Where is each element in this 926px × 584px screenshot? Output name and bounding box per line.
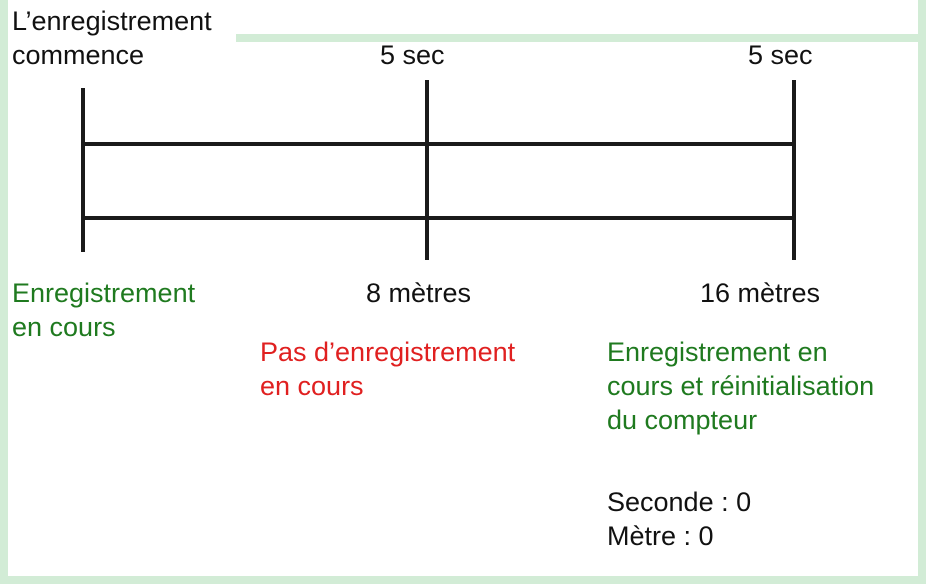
start-state-line1: Enregistrement <box>12 278 196 308</box>
mid-state-line1: Pas d’enregistrement <box>260 337 516 367</box>
mid-state-line2: en cours <box>260 371 364 401</box>
counter-seconds: Seconde : 0 <box>607 487 752 517</box>
end-time-label: 5 sec <box>748 40 813 70</box>
end-state-line2: cours et réinitialisation <box>607 371 875 401</box>
recording-starts-label-line1: L’enregistrement <box>12 6 212 36</box>
mid-distance-label: 8 mètres <box>366 278 472 308</box>
recording-starts-label-line2: commence <box>12 40 145 70</box>
mid-time-label: 5 sec <box>380 40 445 70</box>
frame-top-border <box>236 34 926 42</box>
start-state-line2: en cours <box>12 312 116 342</box>
counter-meters: Mètre : 0 <box>607 521 714 551</box>
end-state-line1: Enregistrement en <box>607 337 828 367</box>
end-distance-label: 16 mètres <box>700 278 821 308</box>
end-state-line3: du compteur <box>607 405 758 435</box>
